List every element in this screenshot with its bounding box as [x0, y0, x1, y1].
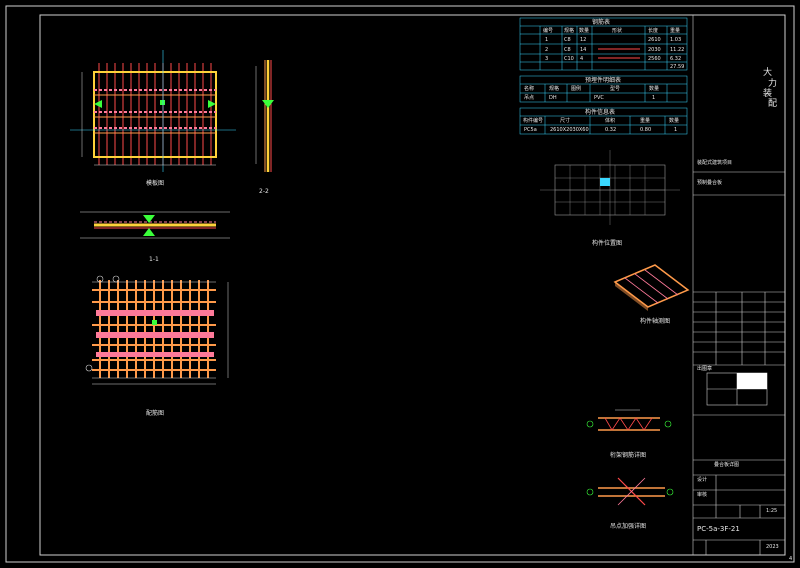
rebar-header-no: 编号	[543, 28, 554, 34]
embed-header-model: 型号	[610, 86, 621, 92]
node-detail-1[interactable]	[586, 409, 672, 431]
comp-header-qty: 数量	[669, 118, 680, 124]
project-label: 装配式建筑项目	[697, 160, 733, 166]
component-label: 预制叠合板	[697, 180, 723, 186]
stamp-box	[706, 372, 768, 406]
rebar-row-1-spec: C8	[564, 37, 571, 43]
embed-header-legend: 图例	[571, 86, 582, 92]
rebar-header-weight: 重量	[670, 28, 681, 34]
rebar-row-2-no: 2	[545, 47, 549, 53]
isometric-title: 构件轴测图	[640, 318, 671, 325]
rebar-table[interactable]	[519, 17, 688, 71]
component-table-title: 构件信息表	[585, 109, 616, 116]
isometric-view[interactable]	[613, 264, 690, 311]
rebar-view-title: 配筋图	[146, 410, 165, 417]
rebar-header-length: 长度	[648, 28, 659, 34]
rebar-row-1-qty: 12	[580, 37, 587, 43]
embed-table-title: 预埋件明细表	[585, 77, 622, 84]
rebar-header-shape: 形状	[612, 28, 623, 34]
section-2-2[interactable]	[255, 60, 274, 172]
scale-value: 1:25	[766, 508, 778, 514]
component-table[interactable]	[519, 107, 688, 135]
rebar-row-3-spec: C10	[564, 56, 574, 62]
embed-header-name: 名称	[524, 86, 535, 92]
embed-row-qty: 1	[652, 95, 656, 101]
rebar-row-1-no: 1	[545, 37, 549, 43]
embed-header-spec: 规格	[549, 86, 560, 92]
comp-row-weight: 0.80	[640, 127, 652, 133]
company-char-4: 配	[768, 99, 778, 109]
comp-row-size: 2610X2030X60	[550, 127, 589, 133]
rebar-row-3-qty: 4	[580, 56, 584, 62]
title-block[interactable]	[692, 15, 785, 555]
comp-header-weight: 重量	[640, 118, 651, 124]
rebar-table-title: 钢筋表	[592, 19, 611, 26]
plan-view[interactable]	[70, 50, 236, 172]
frame-number: 4	[789, 556, 793, 562]
drawing-name: 叠合板详图	[714, 462, 740, 468]
rebar-header-qty: 数量	[579, 28, 590, 34]
comp-row-volume: 0.32	[605, 127, 617, 133]
rebar-row-2-spec: C8	[564, 47, 571, 53]
designer-row: 设计	[697, 477, 708, 483]
node-detail-2-title: 吊点加强详图	[610, 523, 647, 530]
location-plan[interactable]	[540, 150, 680, 225]
comp-header-size: 尺寸	[560, 118, 571, 124]
rebar-row-2-length: 2030	[648, 47, 661, 53]
section-2-2-title: 2-2	[259, 188, 269, 195]
company-char-3: 装	[763, 89, 773, 99]
location-plan-title: 构件位置图	[592, 240, 623, 247]
embed-table[interactable]	[519, 75, 688, 103]
embed-row-model: PVC	[594, 95, 604, 101]
rebar-row-2-qty: 14	[580, 47, 587, 53]
plan-view-title: 模板图	[146, 180, 165, 187]
rebar-row-3-weight: 6.32	[670, 56, 682, 62]
comp-row-id: PC5a	[524, 127, 537, 133]
rebar-total: 27.59	[670, 64, 685, 70]
section-1-1[interactable]	[80, 211, 230, 239]
approval-row: 审核	[697, 492, 708, 498]
rebar-row-1-length: 2610	[648, 37, 661, 43]
rebar-view[interactable]	[85, 275, 229, 385]
rebar-row-1-weight: 1.03	[670, 37, 682, 43]
rebar-row-2-weight: 11.22	[670, 47, 685, 53]
section-1-1-title: 1-1	[149, 256, 159, 263]
company-char-2: 力	[768, 79, 778, 89]
node-detail-2[interactable]	[586, 477, 674, 506]
outer-border	[5, 5, 795, 563]
node-detail-1-title: 桁架钢筋详图	[610, 452, 647, 459]
company-char-1: 大	[763, 68, 773, 78]
embed-row-name: 吊点	[524, 95, 535, 101]
rebar-row-3-no: 3	[545, 56, 549, 62]
embed-header-qty: 数量	[649, 86, 660, 92]
rebar-header-spec: 规格	[564, 28, 575, 34]
comp-row-qty: 1	[674, 127, 678, 133]
rebar-row-3-length: 2560	[648, 56, 661, 62]
comp-header-id: 构件编号	[523, 118, 544, 124]
inner-border	[39, 14, 786, 556]
sheet-code: PC-5a-3F-21	[697, 525, 740, 533]
year-value: 2023	[766, 544, 779, 550]
embed-row-spec: DH	[549, 95, 557, 101]
stamp-label: 出图章	[697, 366, 713, 372]
comp-header-volume: 体积	[605, 118, 616, 124]
